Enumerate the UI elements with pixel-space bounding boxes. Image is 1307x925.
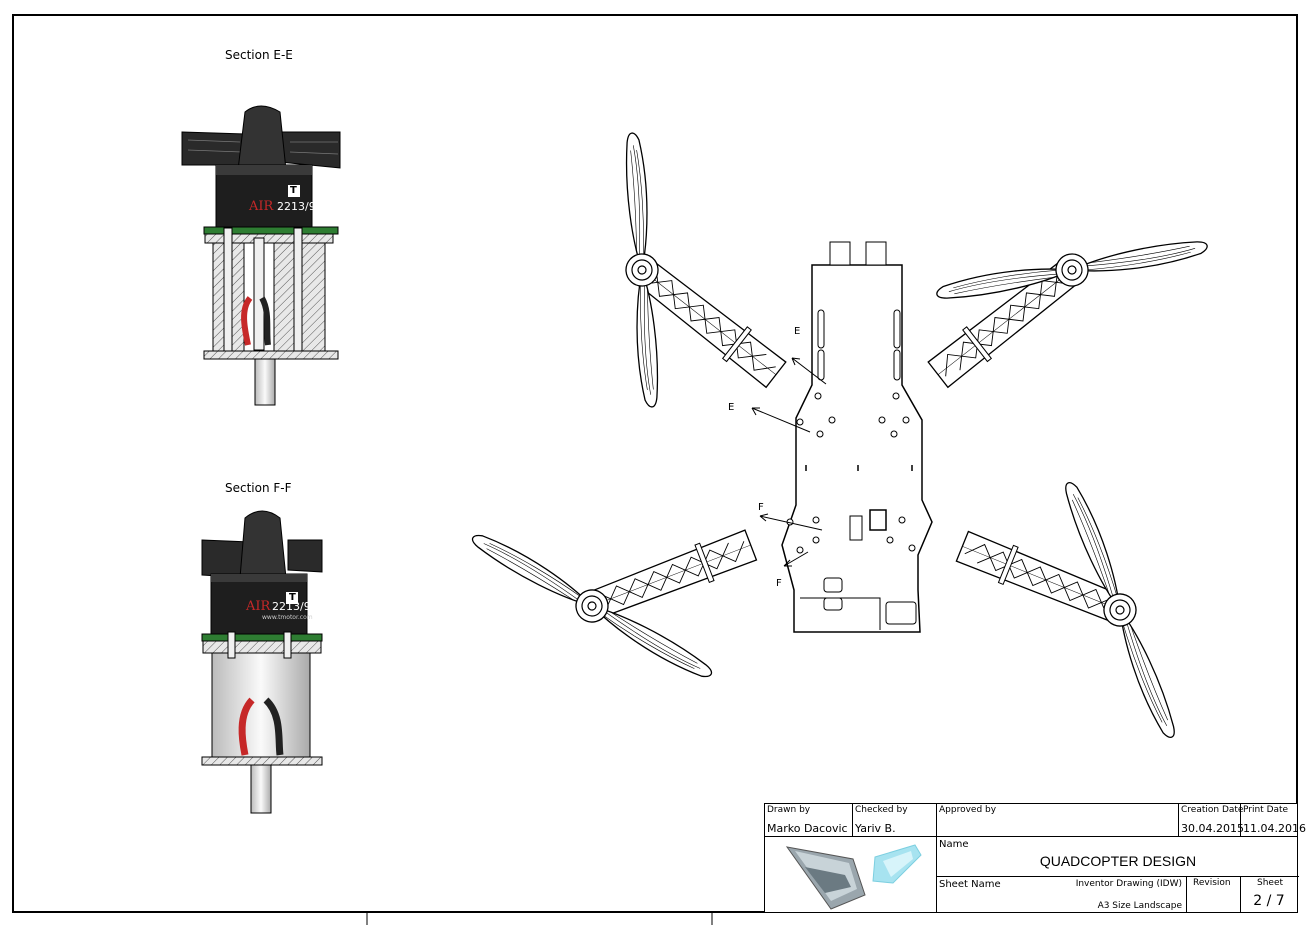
sheet-name-cell: Sheet Name Inventor Drawing (IDW) A3 Siz… (937, 877, 1187, 912)
section-marker-e-1: E (794, 326, 801, 337)
motor-e-logo: T (290, 185, 297, 196)
approved-by-label: Approved by (939, 805, 997, 815)
company-logo (765, 837, 937, 912)
sheet-number-cell: Sheet 2 / 7 (1241, 877, 1297, 912)
creation-date-label: Creation Date (1181, 805, 1244, 815)
software-label: Inventor Drawing (IDW) (1075, 879, 1182, 889)
section-f-title: Section F-F (225, 481, 292, 495)
drawn-by-label: Drawn by (767, 805, 811, 815)
section-e-title: Section E-E (225, 48, 293, 62)
section-f-view (201, 510, 323, 814)
name-label: Name (939, 839, 969, 850)
creation-date-value: 30.04.2015 (1181, 822, 1244, 835)
creation-date-cell: Creation Date 30.04.2015 (1179, 804, 1244, 837)
motor-f-model: 2213/9 (272, 600, 311, 613)
sheet-size-value: A3 Size Landscape (1097, 901, 1182, 911)
print-date-cell: Print Date 11.04.2016 (1241, 804, 1306, 837)
approved-by-cell: Approved by (937, 804, 1179, 837)
checked-by-label: Checked by (855, 805, 908, 815)
checked-by-cell: Checked by Yariv B. (853, 804, 937, 837)
drawing-name: QUADCOPTER DESIGN (1039, 853, 1197, 869)
motor-f-logo: T (289, 592, 296, 603)
title-block: Drawn by Marko Dacovic Checked by Yariv … (764, 803, 1306, 913)
print-date-label: Print Date (1243, 805, 1289, 815)
sheet-name-label: Sheet Name (939, 879, 1001, 890)
section-marker-f-1: F (758, 502, 764, 513)
revision-cell: Revision (1187, 877, 1241, 912)
section-marker-f-2: F (776, 578, 782, 589)
revision-label: Revision (1193, 878, 1231, 888)
motor-e-brand: AIR (249, 199, 274, 214)
name-cell: Name QUADCOPTER DESIGN (937, 837, 1299, 877)
checked-by-value: Yariv B. (855, 822, 896, 835)
section-e-view (181, 105, 341, 406)
sheet-value: 2 / 7 (1253, 893, 1285, 909)
quadcopter-top-view (464, 131, 1211, 744)
drawing-frame (12, 14, 1298, 913)
section-marker-e-2: E (728, 402, 735, 413)
drawn-by-value: Marko Dacovic (767, 822, 848, 835)
sheet-label: Sheet (1257, 878, 1284, 888)
motor-f-brand: AIR (246, 599, 271, 614)
logo-graphic (785, 844, 922, 910)
drawn-by-cell: Drawn by Marko Dacovic (765, 804, 853, 837)
motor-f-url: www.tmotor.com (262, 614, 313, 621)
motor-e-model: 2213/9 (277, 200, 316, 213)
print-date-value: 11.04.2016 (1243, 822, 1306, 835)
